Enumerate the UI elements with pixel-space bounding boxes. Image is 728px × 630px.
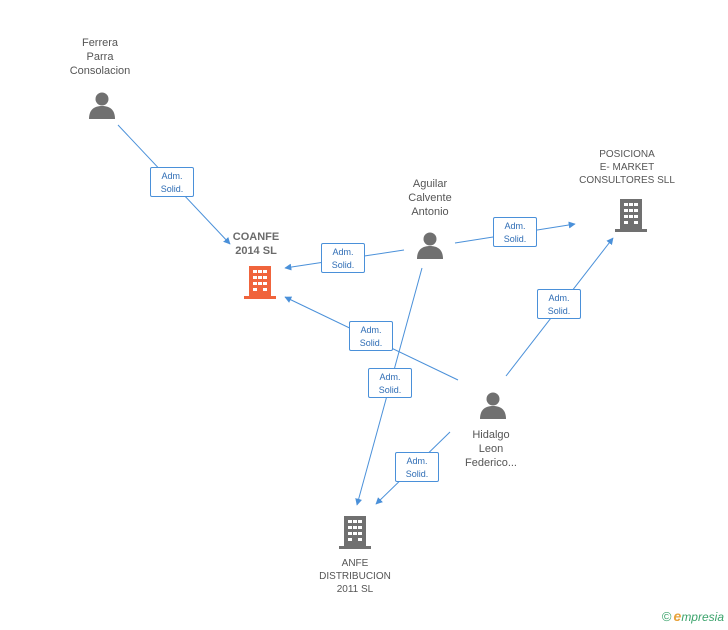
- node-label-ferrera[interactable]: Ferrera Parra Consolacion: [69, 37, 131, 77]
- edge-label-hidalgo-anfe[interactable]: Adm.Solid.: [395, 452, 439, 482]
- node-label-hidalgo[interactable]: Hidalgo Leon Federico...: [465, 429, 517, 469]
- person-icon: [480, 392, 506, 419]
- building-icon-main: [244, 266, 276, 299]
- empresia-initial: e: [673, 608, 682, 624]
- person-icon: [89, 92, 115, 119]
- edge-label-hidalgo-coanfe[interactable]: Adm.Solid.: [349, 321, 393, 351]
- node-label-anfe[interactable]: ANFE DISTRIBUCION 2011 SL: [319, 558, 391, 595]
- edge-label-aguilar-anfe[interactable]: Adm.Solid.: [368, 368, 412, 398]
- building-icon: [615, 199, 647, 232]
- copyright-icon: ©: [661, 609, 672, 624]
- node-label-coanfe[interactable]: COANFE 2014 SL: [232, 231, 280, 257]
- building-icon: [339, 516, 371, 549]
- edge-label-hidalgo-posiciona[interactable]: Adm.Solid.: [537, 289, 581, 319]
- node-label-posiciona[interactable]: POSICIONA E- MARKET CONSULTORES SLL: [579, 149, 675, 186]
- person-icon: [417, 232, 443, 259]
- empresia-name: mpresia: [681, 610, 724, 624]
- empresia-logo[interactable]: ©empresia: [662, 608, 724, 624]
- edge-label-ferrera-coanfe[interactable]: Adm.Solid.: [150, 167, 194, 197]
- node-label-aguilar[interactable]: Aguilar Calvente Antonio: [408, 178, 452, 218]
- edge-label-aguilar-posiciona[interactable]: Adm.Solid.: [493, 217, 537, 247]
- edge-label-aguilar-coanfe[interactable]: Adm.Solid.: [321, 243, 365, 273]
